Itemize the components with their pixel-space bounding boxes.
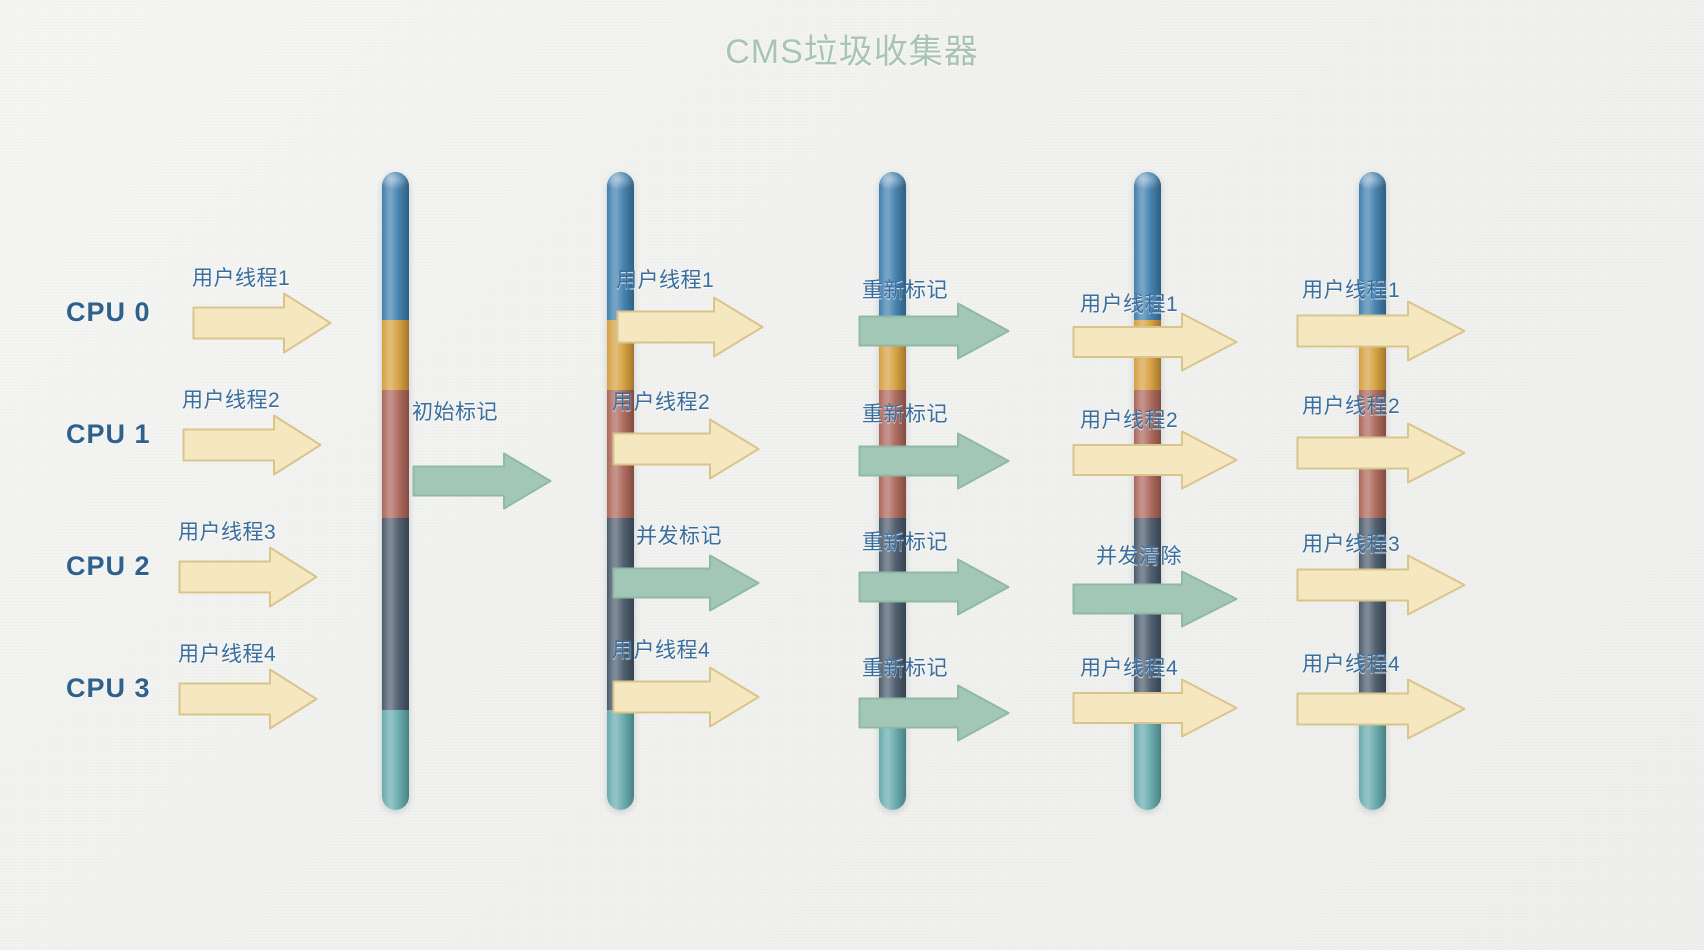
arrow-f3-cream — [1296, 554, 1466, 616]
memory-segment-brick-red — [381, 390, 409, 518]
arrow-b1-green — [412, 452, 552, 510]
arrow-label-d4: 重新标记 — [862, 657, 948, 680]
arrow-f4-cream — [1296, 678, 1466, 740]
arrow-label-d3: 重新标记 — [862, 531, 948, 554]
arrow-d1-green — [858, 302, 1010, 360]
memory-segment-dark-slate — [381, 518, 409, 710]
memory-segment-dark-slate — [606, 518, 634, 710]
arrow-label-b1: 初始标记 — [412, 401, 498, 424]
arrow-label-d2: 重新标记 — [862, 403, 948, 426]
memory-segment-teal — [606, 710, 634, 810]
cpu-label-3: CPU 3 — [66, 673, 151, 703]
memory-segment-teal — [381, 710, 409, 810]
arrow-label-e2: 用户线程2 — [1080, 409, 1179, 432]
memory-segment-teal — [1133, 710, 1161, 810]
memory-segment-gold — [381, 320, 409, 390]
cpu-label-2: CPU 2 — [66, 551, 151, 581]
arrow-label-e4: 用户线程4 — [1080, 657, 1179, 680]
cpu-label-0: CPU 0 — [66, 297, 151, 327]
arrow-f2-cream — [1296, 422, 1466, 484]
arrow-c2-cream — [612, 418, 760, 480]
arrow-e3-green — [1072, 570, 1238, 628]
arrow-label-a3: 用户线程3 — [178, 521, 277, 544]
arrow-label-c1: 用户线程1 — [616, 269, 715, 292]
memory-segment-dark-slate — [878, 518, 906, 710]
arrow-c3-green — [612, 554, 760, 612]
memory-segment-eden-blue — [606, 172, 634, 320]
arrow-a1-cream — [192, 292, 332, 354]
arrow-a3-cream — [178, 546, 318, 608]
arrow-e2-cream — [1072, 430, 1238, 490]
memory-segment-eden-blue — [1358, 172, 1386, 320]
arrow-label-e1: 用户线程1 — [1080, 293, 1179, 316]
memory-segment-dark-slate — [1358, 518, 1386, 710]
memory-bar-0 — [381, 172, 409, 810]
arrow-label-f1: 用户线程1 — [1302, 279, 1401, 302]
memory-segment-teal — [1358, 710, 1386, 810]
arrow-d3-green — [858, 558, 1010, 616]
arrow-a2-cream — [182, 414, 322, 476]
arrow-label-e3: 并发清除 — [1096, 545, 1182, 568]
arrow-label-f3: 用户线程3 — [1302, 533, 1401, 556]
arrow-label-c3: 并发标记 — [636, 525, 722, 548]
arrow-a4-cream — [178, 668, 318, 730]
arrow-label-f4: 用户线程4 — [1302, 653, 1401, 676]
arrow-label-d1: 重新标记 — [862, 279, 948, 302]
arrow-label-a1: 用户线程1 — [192, 267, 291, 290]
arrow-c1-cream — [616, 296, 764, 358]
memory-segment-eden-blue — [1133, 172, 1161, 320]
page-title: CMS垃圾收集器 — [725, 33, 979, 71]
arrow-e1-cream — [1072, 312, 1238, 372]
arrow-label-a2: 用户线程2 — [182, 389, 281, 412]
memory-segment-eden-blue — [381, 172, 409, 320]
arrow-label-a4: 用户线程4 — [178, 643, 277, 666]
cpu-label-1: CPU 1 — [66, 419, 151, 449]
memory-segment-eden-blue — [878, 172, 906, 320]
arrow-label-c4: 用户线程4 — [612, 639, 711, 662]
arrow-d4-green — [858, 684, 1010, 742]
arrow-c4-cream — [612, 666, 760, 728]
arrow-e4-cream — [1072, 678, 1238, 738]
arrow-label-c2: 用户线程2 — [612, 391, 711, 414]
arrow-label-f2: 用户线程2 — [1302, 395, 1401, 418]
arrow-f1-cream — [1296, 300, 1466, 362]
arrow-d2-green — [858, 432, 1010, 490]
